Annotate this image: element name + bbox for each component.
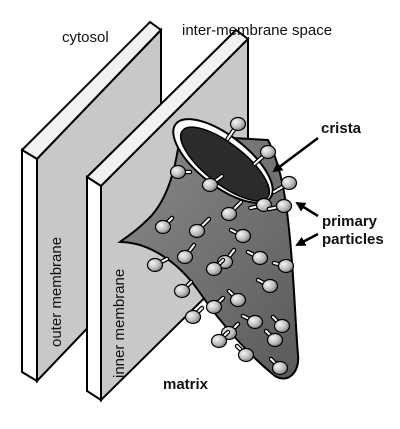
primary-particle-icon (271, 175, 298, 195)
primary-particle-icon (220, 199, 244, 222)
primary-particle-icon (266, 198, 293, 214)
label-crista: crista (321, 120, 362, 137)
primary-particle-icon (234, 343, 255, 363)
primary-particle-icon (225, 116, 247, 142)
primary-particle-icon (154, 215, 175, 235)
primary-particle-icon (201, 173, 225, 193)
primary-particle-icon (210, 329, 231, 349)
primary-particle-icon (188, 216, 212, 239)
label-primary-particles-line2: particles (322, 231, 384, 248)
primary-particle-icon (146, 256, 170, 273)
primary-particle-icon (228, 227, 252, 244)
primary-particle-icon (271, 258, 295, 274)
primary-particle-icon (169, 164, 193, 180)
label-matrix: matrix (163, 376, 209, 393)
primary-particle-icon (226, 288, 247, 308)
primary-particle-icon (184, 305, 205, 325)
label-primary-particles-line1: primary (322, 213, 378, 230)
label-inner-membrane: inner membrane (111, 269, 128, 378)
primary-particle-icon (205, 257, 226, 277)
label-cytosol: cytosol (62, 29, 109, 46)
particles-arrow-lower (295, 232, 319, 247)
label-inter-membrane-space: inter-membrane space (182, 22, 332, 39)
primary-particle-icon (263, 328, 284, 348)
primary-particle-icon (205, 295, 226, 315)
inner-membrane-side (86, 175, 102, 402)
primary-particle-icon (216, 247, 237, 270)
primary-particle-icon (173, 279, 194, 299)
primary-particle-icon (245, 249, 269, 266)
primary-particle-icon (268, 356, 289, 376)
primary-particles (146, 116, 298, 376)
crista-arrow (272, 137, 319, 173)
particles-arrow-upper (295, 201, 319, 218)
arrows (272, 137, 319, 247)
primary-particle-icon (270, 314, 291, 334)
primary-particle-icon (240, 313, 264, 330)
primary-particle-icon (252, 144, 277, 167)
outer-membrane-side (21, 148, 38, 383)
primary-particle-icon (176, 242, 197, 265)
label-outer-membrane: outer membrane (48, 237, 65, 347)
primary-particle-icon (255, 277, 279, 294)
